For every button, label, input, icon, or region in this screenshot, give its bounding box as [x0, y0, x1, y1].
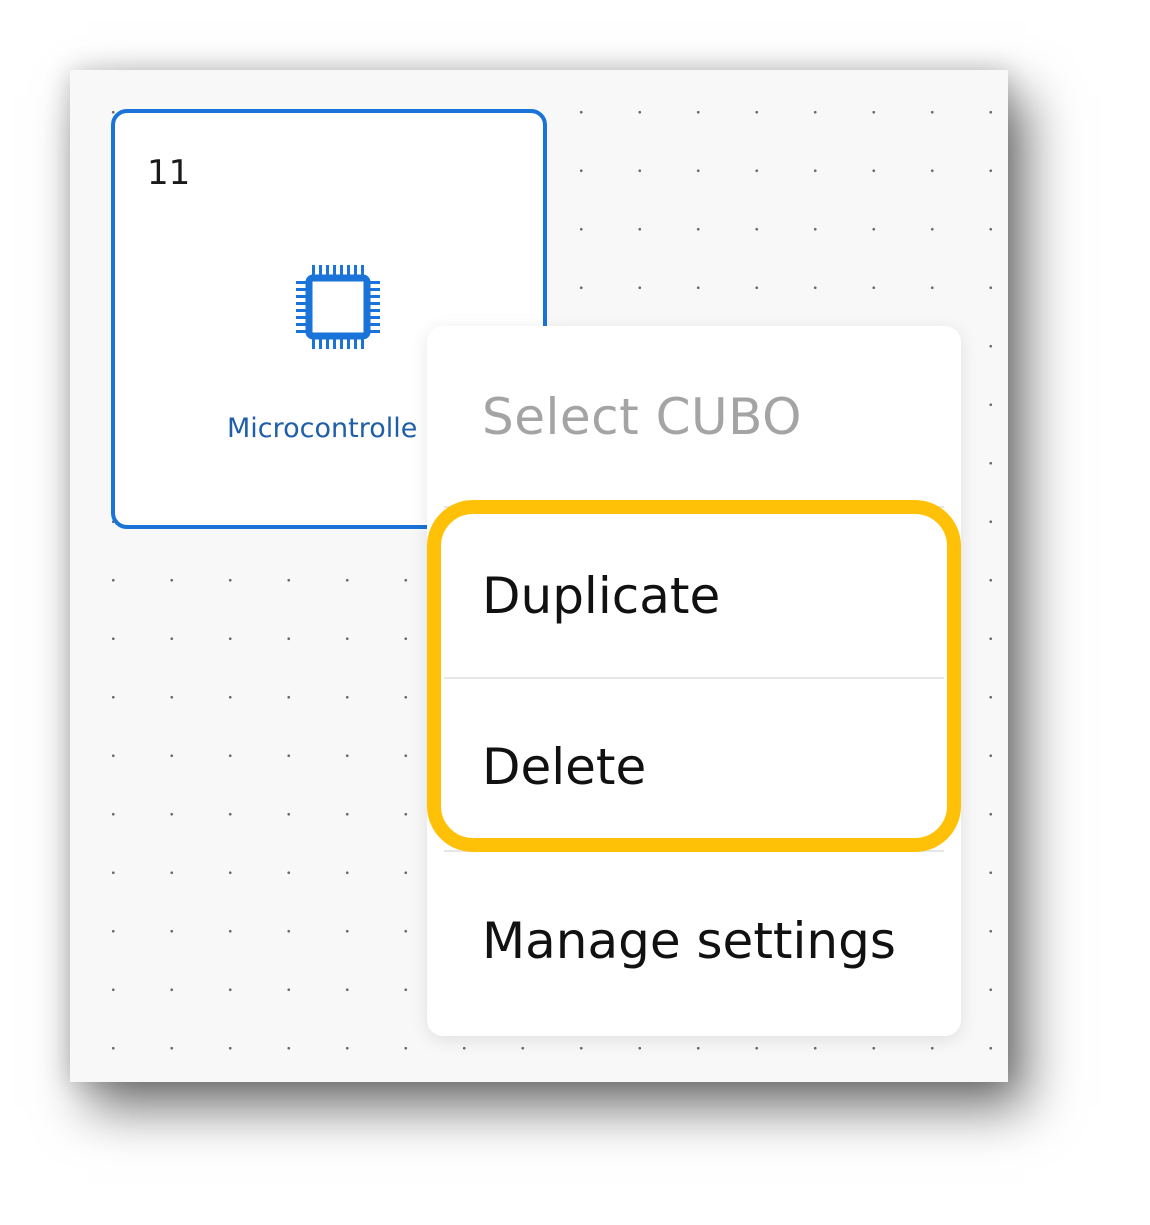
menu-item-duplicate[interactable]: Duplicate [482, 567, 721, 625]
canvas-frame: 11 [70, 70, 1008, 1082]
microcontroller-chip-icon [296, 265, 380, 349]
menu-divider [444, 506, 944, 508]
tile-label: Microcontrolle [227, 413, 418, 444]
tile-number: 11 [147, 153, 191, 193]
menu-title: Select CUBO [482, 388, 802, 446]
menu-divider [444, 677, 944, 679]
menu-item-manage-settings[interactable]: Manage settings [482, 912, 896, 970]
cubo-tile[interactable]: 11 [111, 109, 547, 529]
context-menu: Select CUBO Duplicate Delete Manage sett… [427, 326, 961, 1036]
menu-divider [444, 850, 944, 852]
menu-item-delete[interactable]: Delete [482, 738, 647, 796]
